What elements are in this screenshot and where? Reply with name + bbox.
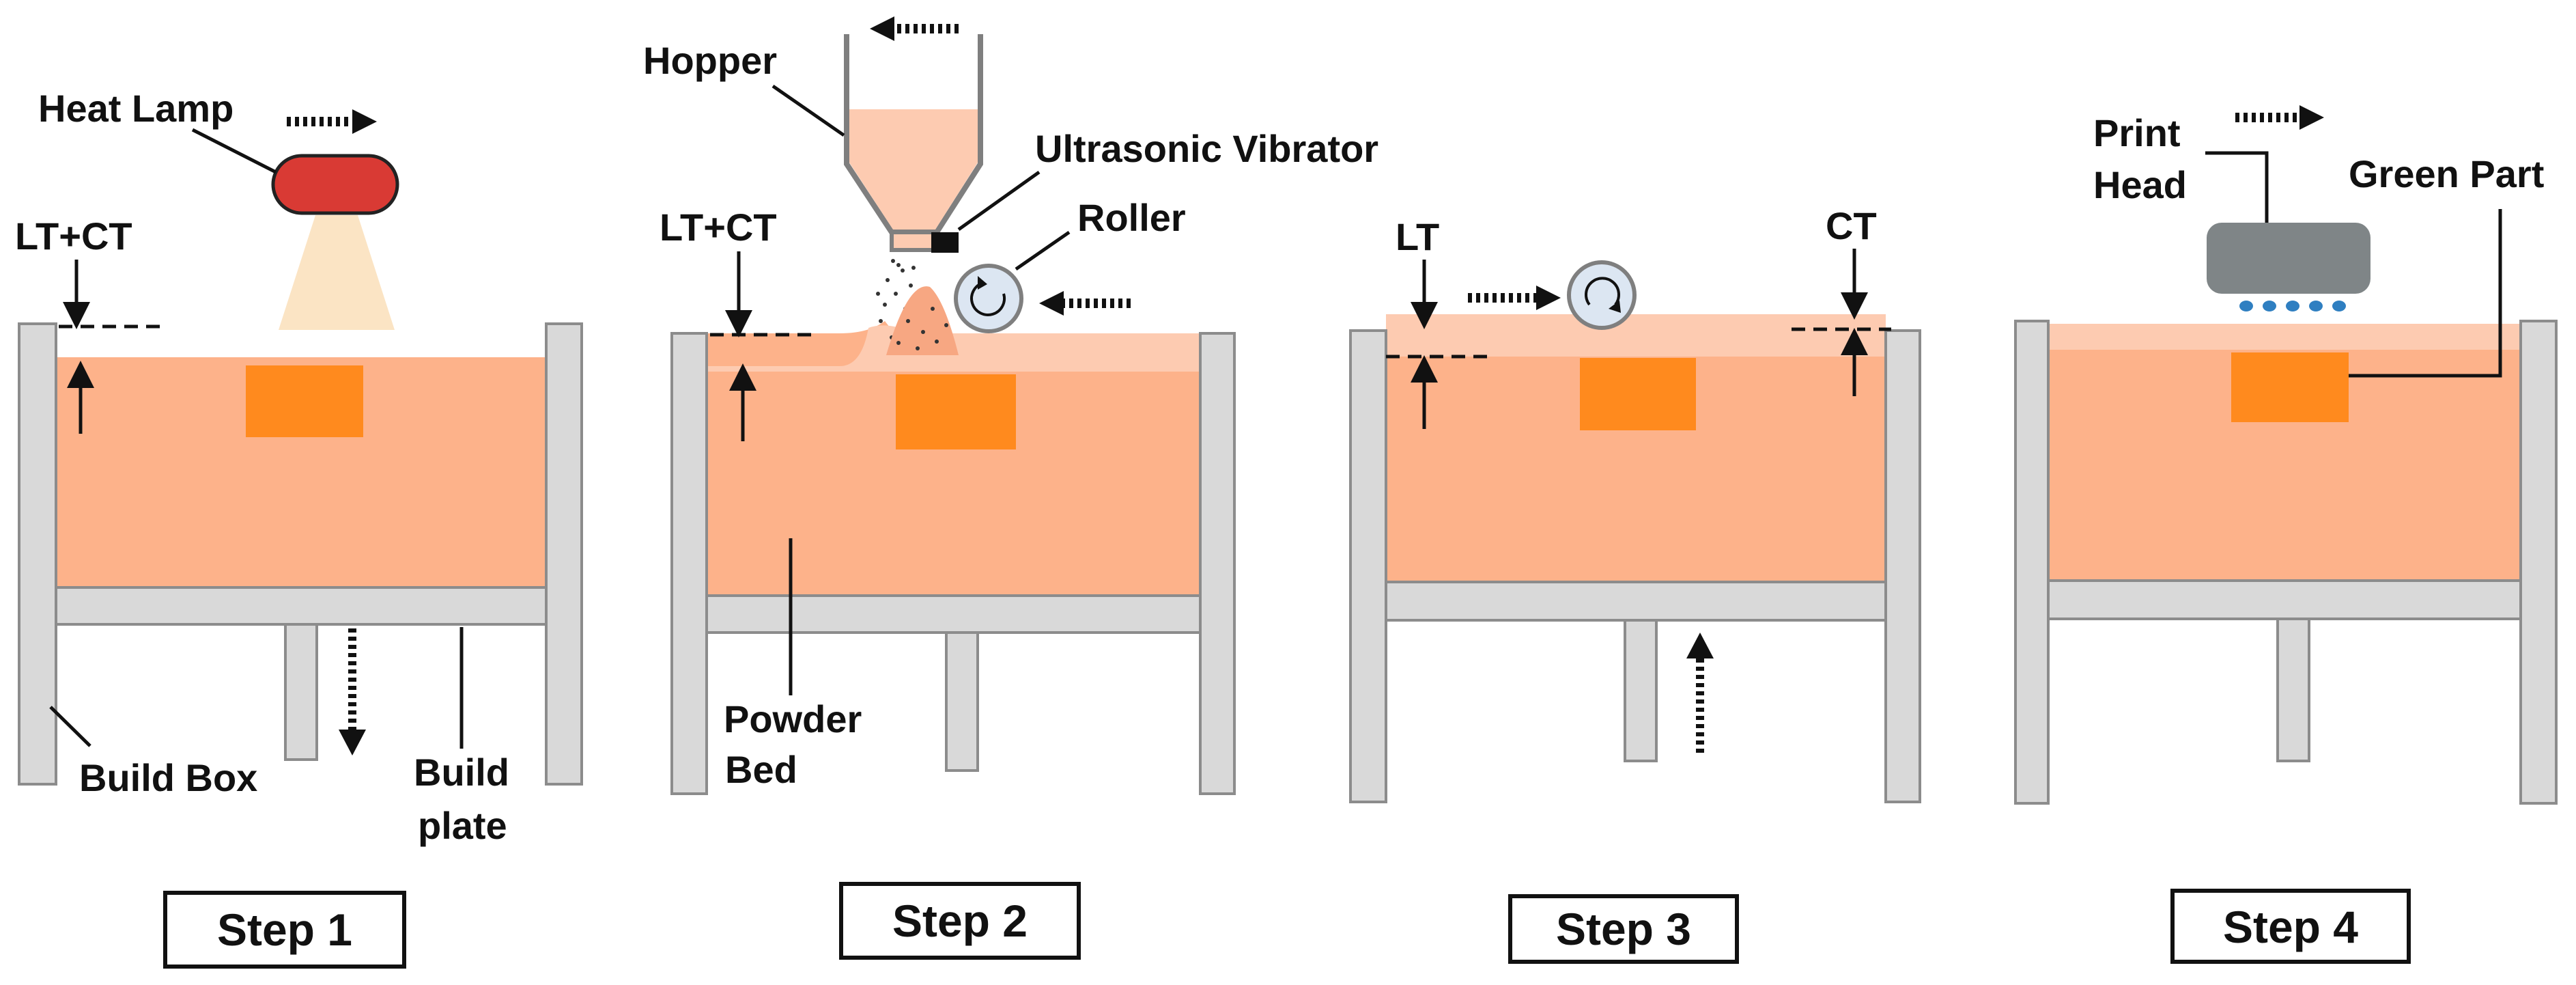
ultrasonic-vibrator-icon: [931, 232, 959, 253]
build-box-right-wall: [545, 322, 583, 786]
green-part-label: Green Part: [2349, 152, 2544, 195]
roller-icon: [1567, 260, 1637, 330]
ct-label: CT: [1826, 204, 1877, 247]
print-head-label-line1: Print: [2093, 111, 2181, 154]
step-3-label: Step 3: [1556, 904, 1691, 954]
dotted-arrow-down-head: [339, 730, 366, 755]
build-box-right-wall: [1199, 332, 1236, 795]
hopper-label: Hopper: [643, 39, 777, 82]
lt-label: LT: [1396, 215, 1439, 258]
heat-beam: [279, 215, 395, 330]
vibrator-leader: [957, 170, 1041, 232]
roller-label: Roller: [1077, 196, 1186, 239]
build-plate-label-line1: Build: [414, 751, 509, 794]
step-1-box: [163, 891, 406, 969]
step-3-panel: LT CT Step 3: [1349, 204, 1921, 964]
roller-rotation-icon: [970, 281, 1006, 316]
build-plate: [705, 594, 1202, 634]
step-2-box: [839, 882, 1081, 960]
build-box-left-wall: [18, 322, 57, 786]
new-layer-fill: [2048, 324, 2521, 350]
green-part-block: [2231, 352, 2349, 422]
dotted-arrow-head: [1536, 286, 1561, 310]
hopper-leader: [772, 84, 845, 137]
dotted-arrow-head: [352, 109, 377, 134]
green-part-block: [1580, 358, 1696, 430]
step-4-panel: Print Head Green Part Step 4: [2014, 105, 2558, 964]
build-box-leader: [49, 706, 91, 747]
build-box-left-wall: [2014, 320, 2050, 805]
heat-lamp-leader: [191, 128, 277, 174]
build-box-left-wall: [670, 332, 708, 795]
green-part-block: [896, 374, 1016, 449]
step-2-panel: Ultrasonic Vibrator Roller Hopper: [643, 16, 1378, 960]
hopper-nozzle: [890, 230, 939, 252]
step-4-box: [2170, 889, 2411, 964]
powder-bed-label-line1: Powder: [724, 697, 862, 740]
hopper-powder: [849, 109, 978, 230]
build-plate: [1385, 581, 1887, 622]
dotted-arrow-head: [1039, 291, 1064, 316]
build-plate-piston: [945, 631, 979, 772]
build-plate: [55, 586, 548, 626]
roller-rotation-icon: [1585, 277, 1620, 306]
build-plate: [2047, 579, 2522, 620]
build-box-right-wall: [1884, 329, 1921, 803]
dotted-arrow-up-head: [1686, 633, 1714, 658]
step-1-panel: Heat Lamp LT+CT Build Box Build plate St…: [15, 87, 583, 969]
print-head-icon: [2207, 223, 2370, 294]
ultrasonic-vibrator-label: Ultrasonic Vibrator: [1035, 127, 1378, 170]
step-3-box: [1508, 894, 1739, 964]
print-head-label-line2: Head: [2093, 163, 2187, 206]
step-4-label: Step 4: [2223, 902, 2358, 952]
dotted-arrow-head: [2299, 105, 2324, 130]
powder-pile-dots: [896, 307, 948, 350]
green-part-leader: [2349, 209, 2502, 378]
powder-bed-label-line2: Bed: [725, 748, 797, 791]
heat-lamp-label: Heat Lamp: [38, 87, 233, 130]
build-plate-piston: [2276, 618, 2310, 762]
build-box-left-wall: [1349, 329, 1387, 803]
lt-ct-label-1: LT+CT: [15, 214, 132, 258]
powder-pile: [886, 286, 959, 355]
build-plate-piston: [1624, 619, 1658, 762]
new-layer-fill: [1386, 314, 1886, 357]
heat-lamp-icon: [271, 154, 399, 215]
step-2-label: Step 2: [892, 896, 1028, 946]
roller-rotation-head: [1609, 301, 1621, 313]
roller-icon: [954, 264, 1023, 333]
dotted-arrow-head: [870, 16, 894, 41]
lt-ct-label-2: LT+CT: [660, 206, 777, 249]
roller-rotation-head: [978, 276, 987, 290]
build-plate-piston: [284, 623, 318, 761]
binder-droplets: [2239, 301, 2346, 311]
build-box-right-wall: [2519, 320, 2558, 805]
step-1-label: Step 1: [217, 904, 352, 955]
print-head-leader: [2205, 151, 2269, 223]
build-plate-label-line2: plate: [418, 804, 507, 847]
roller-leader: [1015, 230, 1071, 271]
green-part-block: [246, 365, 363, 437]
build-box-label: Build Box: [79, 756, 257, 799]
